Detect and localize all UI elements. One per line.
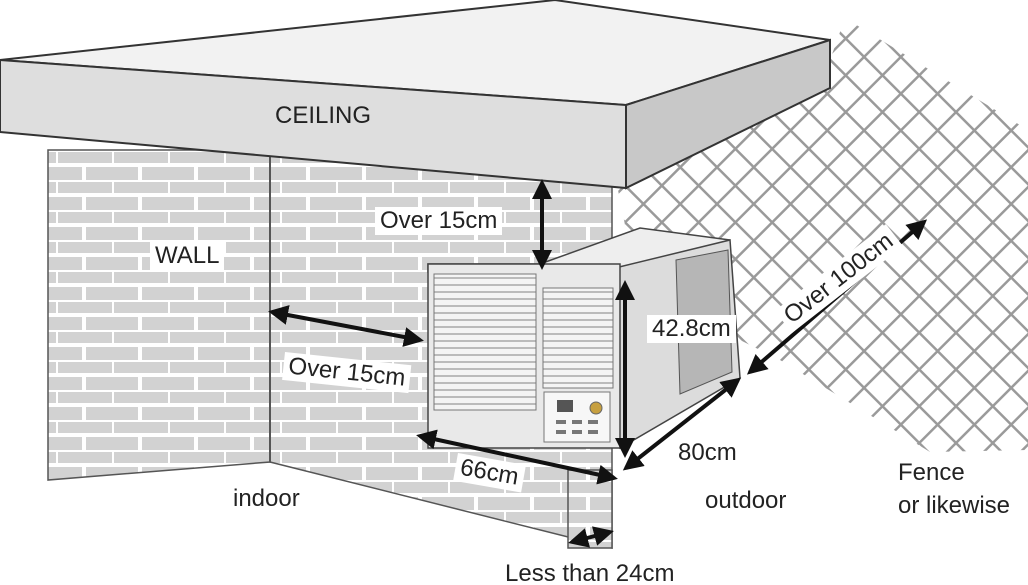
ceiling-side [625,38,831,190]
side-clearance-arrow [268,305,424,347]
ac-display [557,400,573,412]
height-label: 42.8cm [647,315,736,343]
ac-knob [589,401,603,415]
ac-intake-grille [433,273,537,411]
ceiling-label: CEILING [275,102,372,129]
wall-label: WALL [150,242,225,270]
depth-arrow [622,377,742,471]
width-arrow [416,429,618,485]
fence-label-line2: or likewise [898,492,1011,519]
outdoor-label: outdoor [705,487,787,514]
ac-louver-panel [542,287,614,389]
indoor-label: indoor [233,485,300,512]
ac-control-panel [543,391,611,443]
top-clearance-label: Over 15cm [375,207,503,235]
left-wall [47,149,271,481]
wall-thickness-label: Less than 24cm [505,560,675,585]
depth-label: 80cm [678,439,737,466]
wall-thickness-arrow [568,526,614,548]
fence-label-line1: Fence [898,459,965,486]
